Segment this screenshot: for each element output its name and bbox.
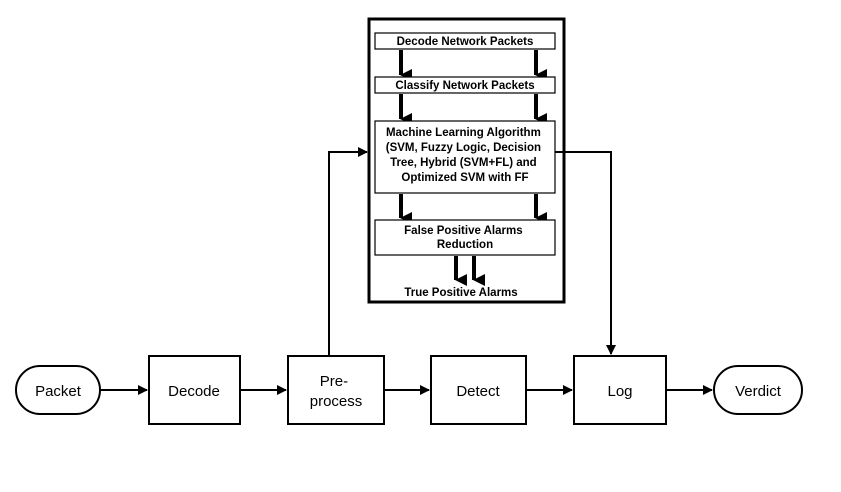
- ml-line-4: Optimized SVM with FF: [401, 172, 528, 184]
- decode-network-packets-label: Decode Network Packets: [397, 36, 534, 48]
- ml-line-2: (SVM, Fuzzy Logic, Decision: [386, 142, 541, 154]
- fp-line-1: False Positive Alarms: [404, 225, 522, 237]
- ml-line-1: Machine Learning Algorithm: [386, 127, 541, 139]
- ml-algorithm-box: [374, 120, 556, 194]
- verdict-terminal: [713, 365, 803, 415]
- classify-network-packets-label: Classify Network Packets: [395, 80, 534, 92]
- ml-algorithm-label: Machine Learning Algorithm (SVM, Fuzzy L…: [386, 127, 544, 184]
- fp-reduction-label: False Positive Alarms Reduction: [404, 225, 526, 251]
- decode-box: [148, 355, 241, 425]
- packet-label: Packet: [35, 383, 82, 400]
- true-positive-alarms-label: True Positive Alarms: [404, 287, 517, 299]
- decode-network-packets-box: [374, 32, 556, 50]
- preprocess-box: [287, 355, 385, 425]
- fp-line-2: Reduction: [437, 239, 493, 251]
- classify-network-packets-box: [374, 76, 556, 94]
- ml-line-3: Tree, Hybrid (SVM+FL) and: [390, 157, 537, 169]
- packet-terminal: [15, 365, 101, 415]
- connector-panel-to-log: [555, 151, 616, 355]
- log-box: [573, 355, 667, 425]
- preprocess-line-2: process: [310, 393, 363, 410]
- preprocess-line-1: Pre-: [320, 373, 348, 390]
- detect-label: Detect: [456, 383, 500, 400]
- connector-preprocess-to-panel: [328, 147, 368, 356]
- preprocess-label: Pre- process: [310, 373, 363, 410]
- decode-label: Decode: [168, 383, 220, 400]
- log-label: Log: [607, 383, 632, 400]
- fp-reduction-box: [374, 219, 556, 256]
- verdict-label: Verdict: [735, 383, 782, 400]
- detect-box: [430, 355, 527, 425]
